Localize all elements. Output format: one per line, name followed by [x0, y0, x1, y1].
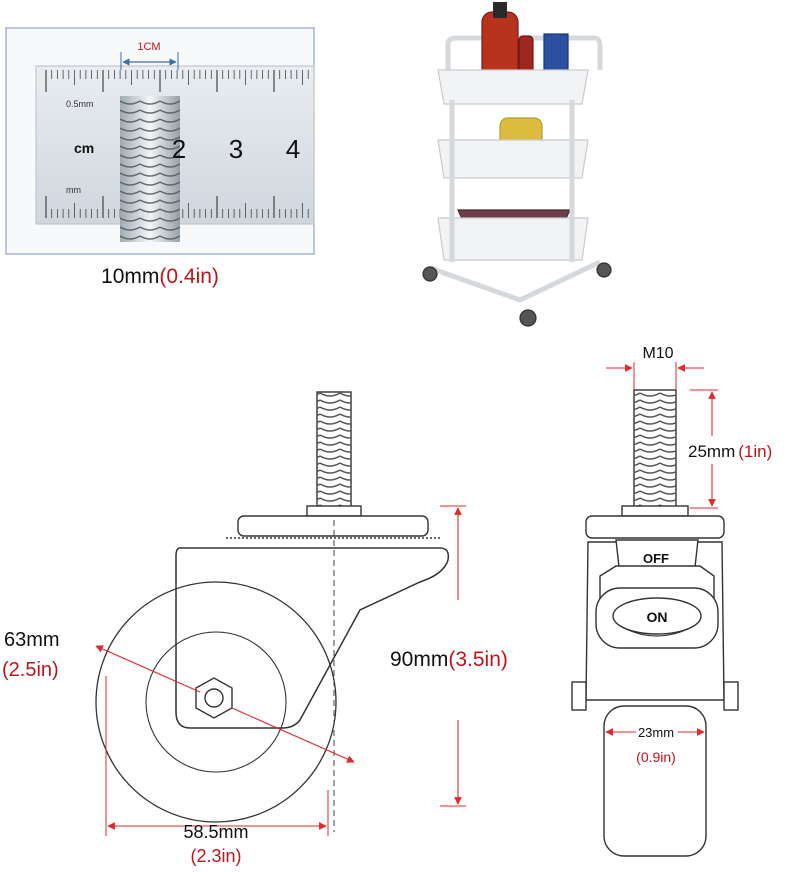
side-view-caster [95, 391, 466, 836]
stem-length-imperial: (1in) [738, 442, 772, 461]
wheel-diameter-imperial: (2.5in) [2, 659, 59, 681]
bottle-cap [493, 2, 507, 18]
brake-on-pad [612, 597, 702, 635]
base-width-metric: 58.5mm [183, 822, 248, 842]
cart-wheel-left [422, 266, 438, 282]
cart-base [429, 259, 602, 303]
ruler-panel: 1CM 0.5mm cm mm 2 3 4 10mm(0.4in) [5, 27, 315, 288]
wheel-width-metric: 23mm [638, 725, 674, 740]
brake-on-curve [619, 625, 695, 637]
ruler-caption: 10mm(0.4in) [101, 265, 219, 288]
total-height-imperial: (3.5in) [448, 648, 508, 671]
front-axle-left [571, 681, 587, 711]
side-wheel-outer [95, 581, 337, 823]
caption-metric: 10mm [101, 265, 159, 288]
diameter-arrow-up [95, 645, 201, 693]
side-top-plate [237, 515, 429, 537]
ruler-number: 4 [286, 134, 300, 164]
bottom-basket [437, 217, 589, 261]
front-nut [621, 505, 689, 517]
front-axle-right [723, 681, 739, 711]
cart-wheel-front [519, 309, 537, 327]
front-view-caster [571, 362, 739, 857]
diameter-arrow-down [231, 707, 355, 763]
brake-off-label: OFF [643, 551, 669, 566]
side-wheel-inner [145, 631, 287, 773]
brake-on-label: ON [647, 609, 668, 625]
mm-unit-label: mm [66, 185, 81, 195]
axle-bolt [204, 688, 224, 708]
marker-label: 1CM [137, 41, 160, 53]
side-fork [175, 547, 450, 729]
middle-basket [437, 139, 589, 179]
wheel-width-imperial: (0.9in) [636, 749, 676, 765]
stem-length-label: 25mm(1in) [688, 442, 772, 461]
base-width-imperial: (2.3in) [190, 846, 241, 866]
cart-illustration [422, 2, 612, 327]
total-height-label: 90mm(3.5in) [390, 648, 508, 671]
front-top-plate [585, 515, 725, 539]
ruler-number: 2 [172, 134, 186, 164]
caption-imperial: (0.4in) [159, 265, 219, 288]
wheel-diameter-metric: 63mm [4, 629, 60, 651]
front-stem-threads [634, 390, 676, 508]
ruler-number-group: 2 3 4 [172, 134, 300, 164]
bolt-threads [120, 96, 180, 242]
top-scale-label: 0.5mm [66, 99, 94, 109]
top-basket [437, 69, 589, 105]
cm-unit-label: cm [74, 140, 94, 156]
stem-length-metric: 25mm [688, 442, 735, 461]
side-nut [306, 505, 362, 517]
thread-size-label: M10 [642, 345, 673, 362]
cart-wheel-right [596, 262, 612, 278]
side-stem-threads [317, 392, 351, 508]
ruler-number: 3 [229, 134, 243, 164]
front-wheel [603, 705, 707, 857]
total-height-metric: 90mm [390, 648, 448, 671]
